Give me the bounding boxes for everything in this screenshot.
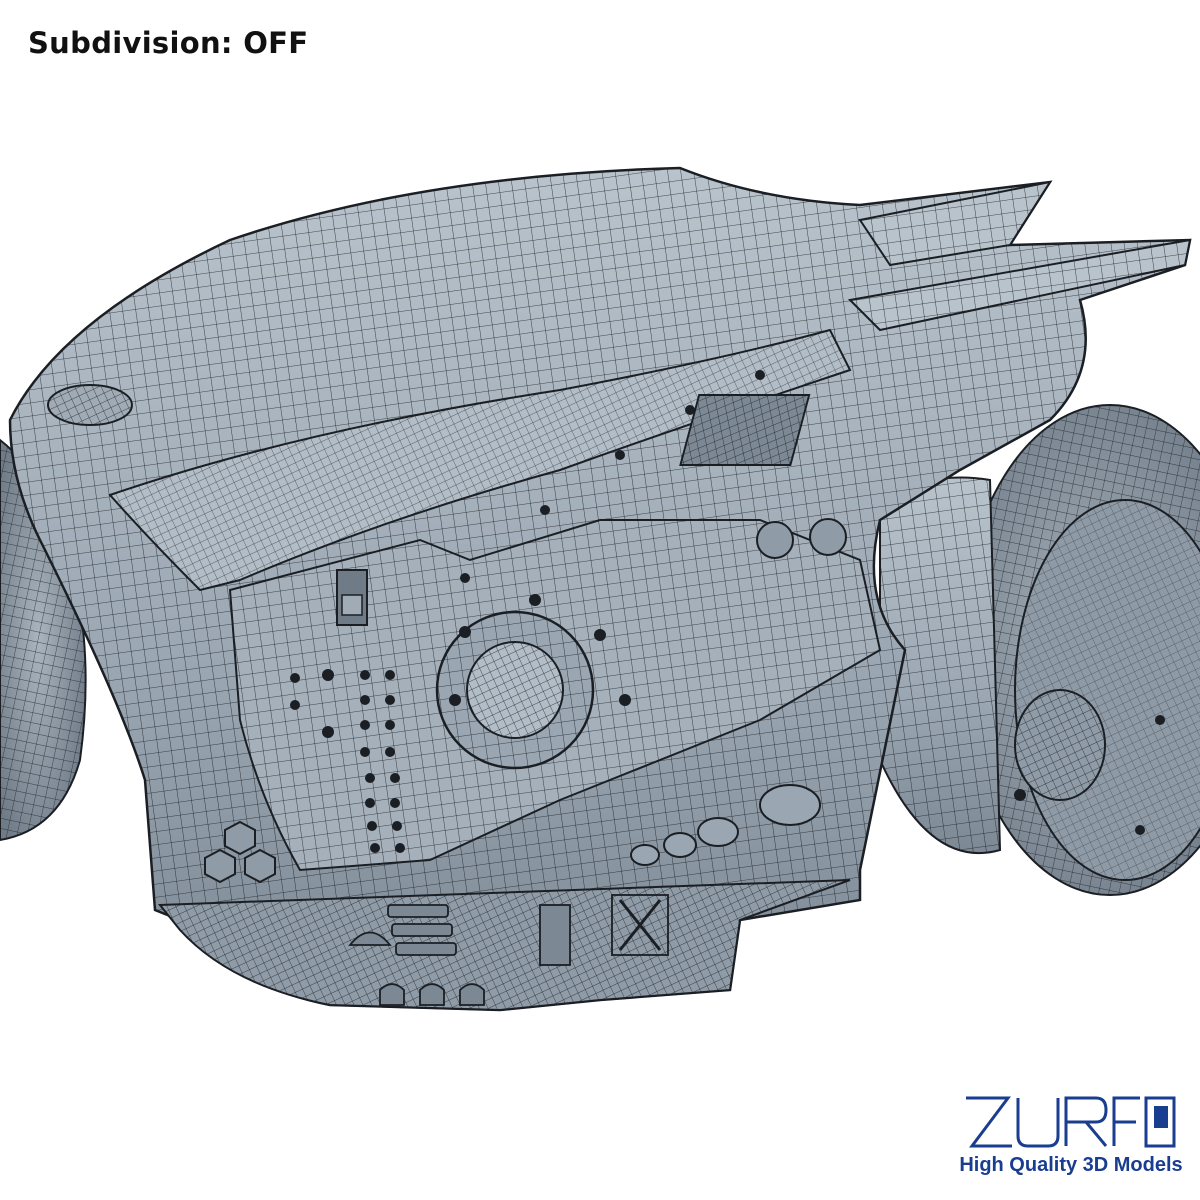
- logo-tagline: High Quality 3D Models: [959, 1154, 1183, 1176]
- brand-logo: High Quality 3D Models: [956, 1092, 1186, 1184]
- bike-body: [8, 166, 1192, 1012]
- side-pipes: [630, 784, 821, 866]
- zurel-logo-icon: [966, 1096, 1176, 1148]
- bolt-holes: [290, 370, 1165, 853]
- subdivision-caption: Subdivision: OFF: [28, 26, 309, 60]
- front-wheel: [0, 438, 87, 842]
- belly-vents: [348, 894, 669, 1006]
- rear-wheel: [879, 404, 1200, 896]
- hex-cluster: [204, 820, 276, 884]
